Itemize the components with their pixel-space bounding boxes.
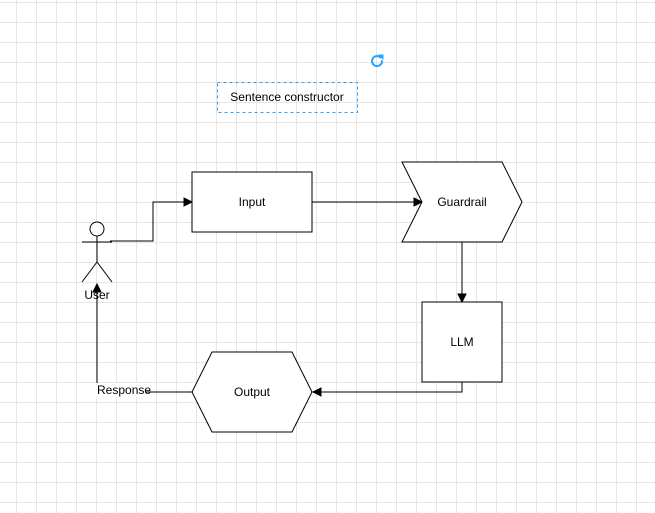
edge-line[interactable] xyxy=(320,382,463,393)
node-llm[interactable]: LLM xyxy=(421,301,503,383)
llm-box[interactable] xyxy=(421,301,503,383)
node-guardrail[interactable]: Guardrail xyxy=(401,161,523,243)
actor-left-leg xyxy=(81,261,98,283)
node-user[interactable]: User xyxy=(81,221,113,302)
node-label-input: Input xyxy=(239,195,266,209)
edge-guardrail-to-llm[interactable] xyxy=(457,242,467,304)
edge-line[interactable] xyxy=(96,291,192,393)
text-box-sentence-constructor[interactable]: Sentence constructor xyxy=(217,82,358,113)
guardrail-shape[interactable] xyxy=(401,161,523,243)
edge-label-background xyxy=(96,383,146,397)
arrow-head xyxy=(92,282,102,293)
text-box-label[interactable]: Sentence constructor xyxy=(230,90,343,104)
node-output[interactable]: Output xyxy=(191,351,313,433)
node-label-user: User xyxy=(84,288,109,302)
output-hexagon[interactable] xyxy=(191,351,313,433)
arrow-head xyxy=(311,387,322,397)
node-label-llm: LLM xyxy=(450,335,473,349)
node-input[interactable]: Input xyxy=(191,171,313,233)
arrow-head xyxy=(183,197,194,207)
actor-right-leg xyxy=(96,261,113,283)
edge-output-to-user[interactable]: Response xyxy=(92,282,192,397)
node-label-output: Output xyxy=(234,385,271,399)
selection-border[interactable] xyxy=(217,82,358,113)
arrow-head xyxy=(413,197,424,207)
rotate-handle[interactable] xyxy=(371,54,384,68)
arrow-head xyxy=(457,293,467,304)
edge-line[interactable] xyxy=(110,201,185,242)
input-box[interactable] xyxy=(191,171,313,233)
edge-llm-to-output[interactable] xyxy=(311,382,463,397)
rotate-icon[interactable] xyxy=(371,54,384,68)
edge-label-response[interactable]: Response xyxy=(97,383,151,397)
actor-head xyxy=(89,221,105,237)
node-label-guardrail: Guardrail xyxy=(437,195,486,209)
edge-user-to-input[interactable] xyxy=(110,197,194,242)
edge-input-to-guardrail[interactable] xyxy=(312,197,424,207)
